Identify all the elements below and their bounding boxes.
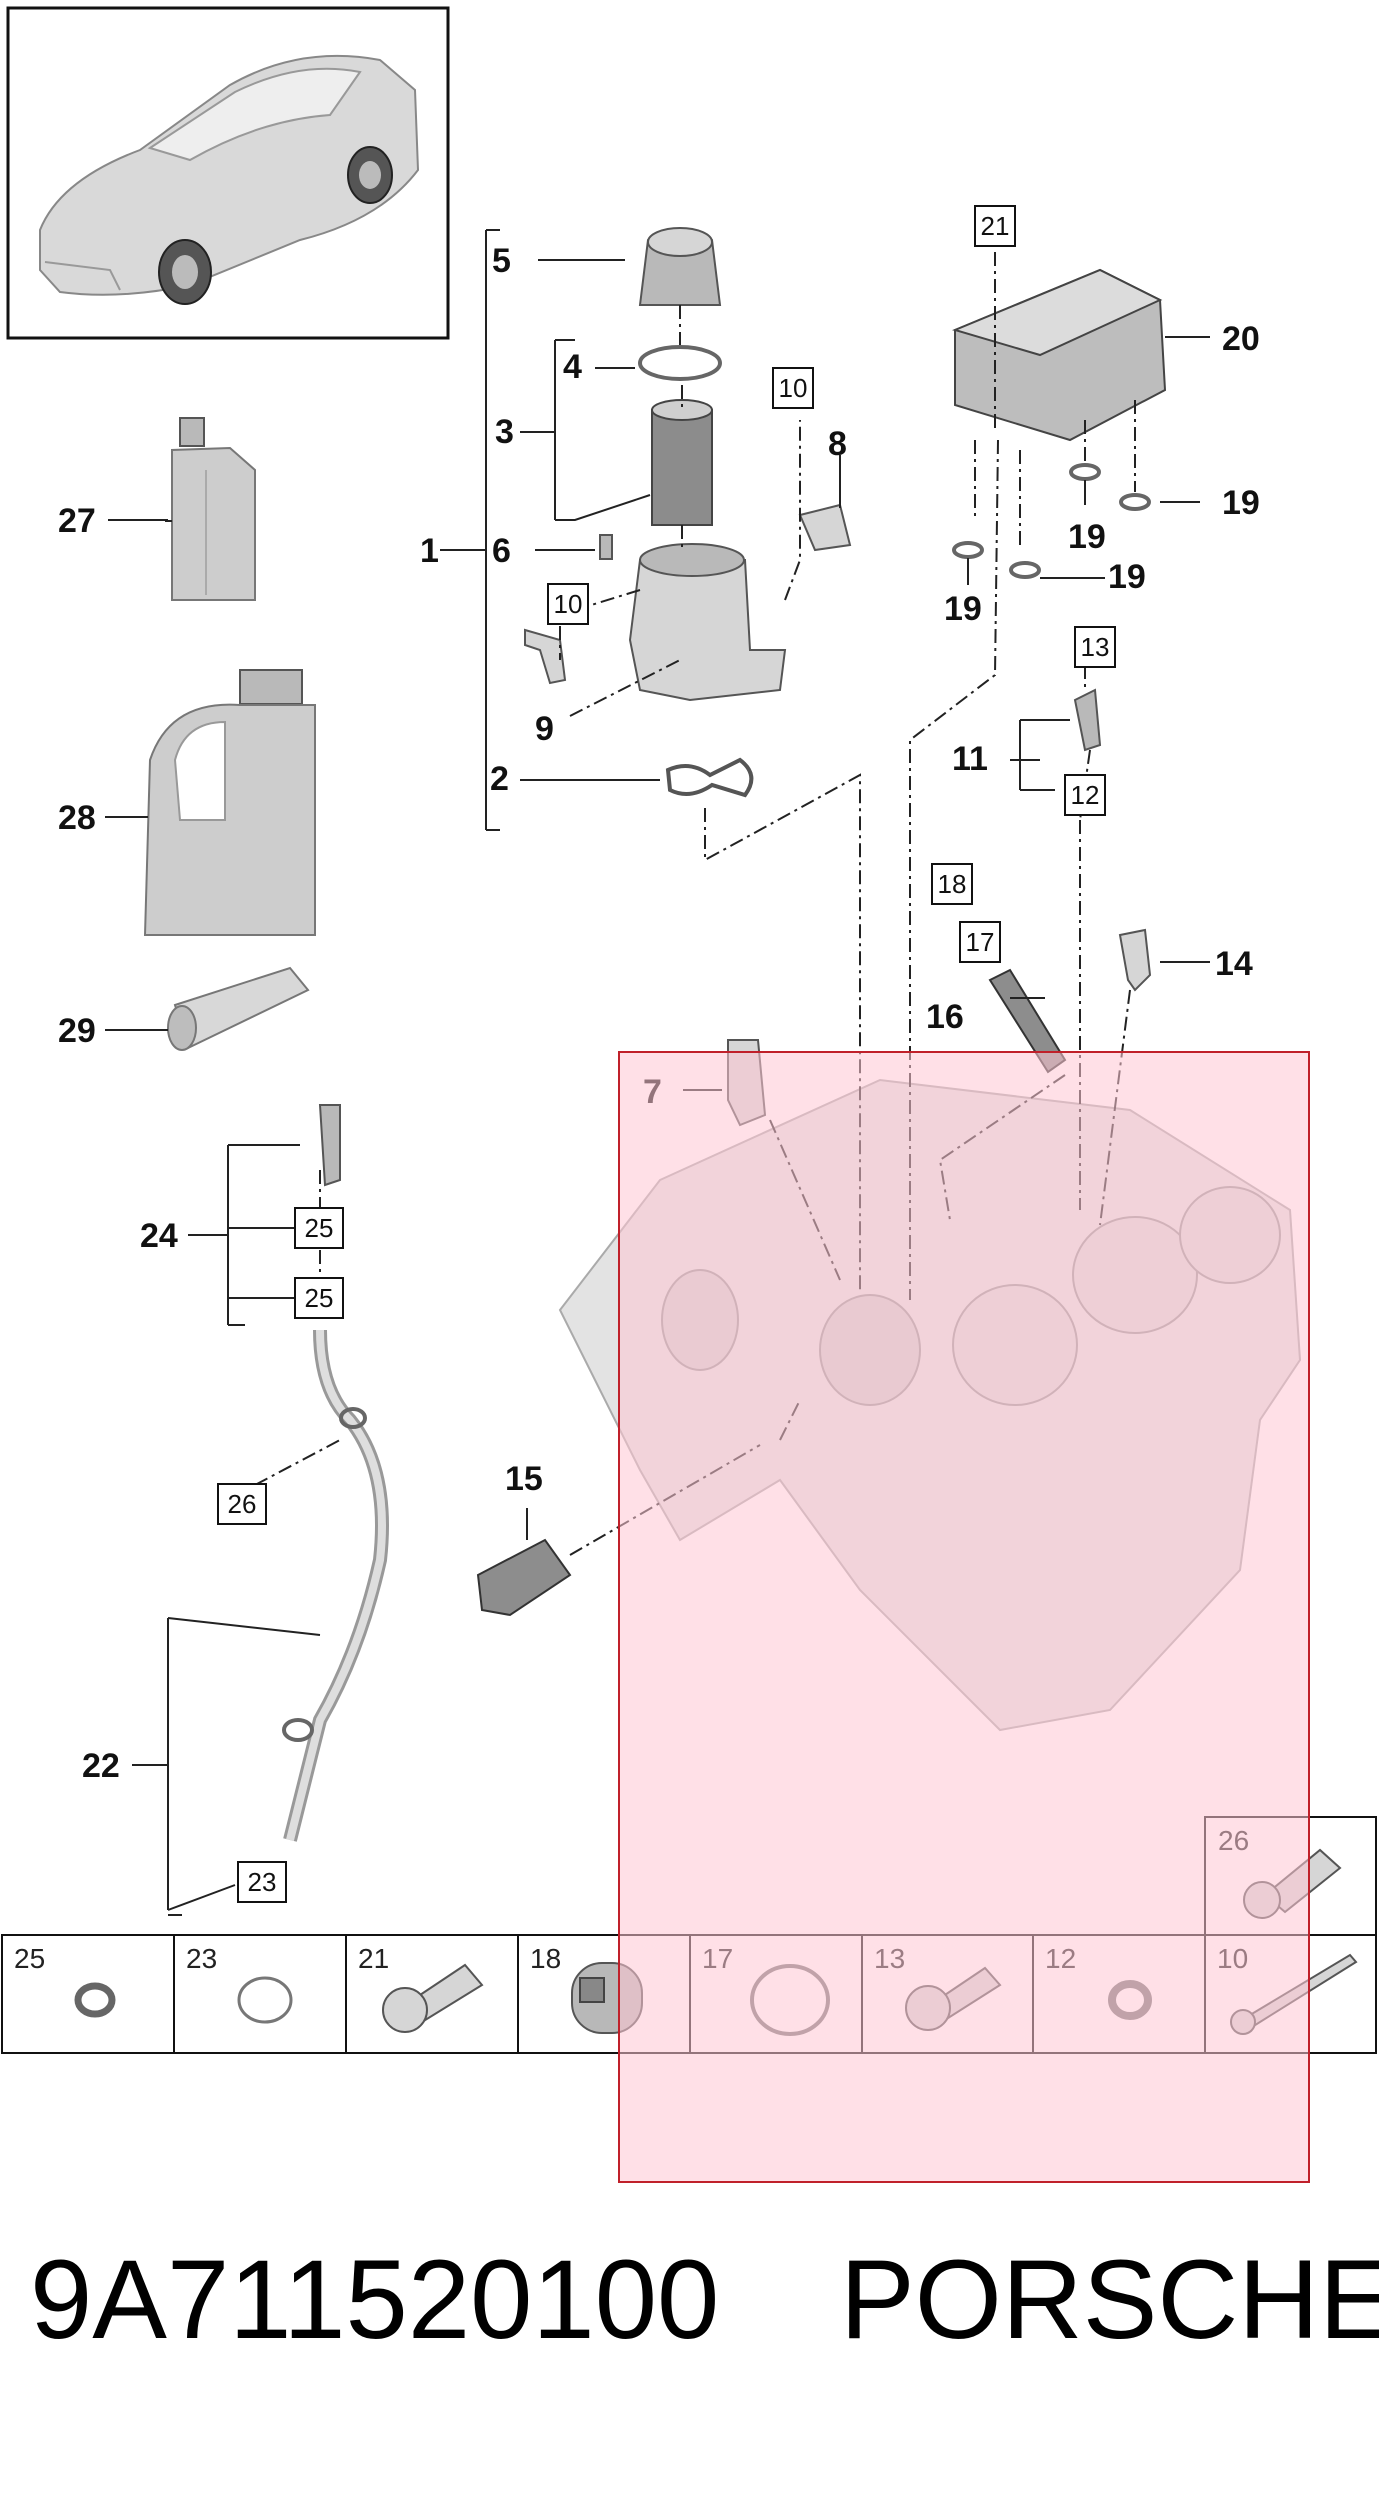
oil-cooler — [951, 268, 1167, 579]
dipstick-tube — [282, 1329, 389, 1842]
callout-4: 4 — [563, 348, 582, 386]
tray-cell-label: 18 — [530, 1943, 561, 1974]
boxed-ref-21: 21 — [981, 211, 1010, 241]
boxed-ref-26: 26 — [228, 1489, 257, 1519]
boxed-ref-23: 23 — [248, 1867, 277, 1897]
boxed-ref-12: 12 — [1071, 780, 1100, 810]
callout-16: 16 — [926, 998, 964, 1036]
boxed-ref-17: 17 — [966, 927, 995, 957]
callout-22: 22 — [82, 1747, 120, 1785]
callout-19-b: 19 — [1222, 484, 1260, 522]
footer: 9A711520100 PORSCHE — [0, 2235, 1379, 2375]
highlight-region — [618, 1051, 1310, 2183]
callout-20: 20 — [1222, 320, 1260, 358]
brand-label: PORSCHE — [840, 2237, 1379, 2362]
callout-3: 3 — [495, 413, 514, 451]
callout-19-a: 19 — [1068, 518, 1106, 556]
part-number: 9A711520100 — [30, 2237, 720, 2362]
boxed-ref-25-lower: 25 — [305, 1283, 334, 1313]
callout-19-d: 19 — [944, 590, 982, 628]
callout-9: 9 — [535, 710, 554, 748]
boxed-ref-18: 18 — [938, 869, 967, 899]
callout-8: 8 — [828, 425, 847, 463]
oil-canister — [143, 669, 316, 936]
callout-5: 5 — [492, 242, 511, 280]
boxed-references: 10 10 21 13 12 18 17 25 25 26 23 — [217, 205, 1116, 1903]
oil-filter-assembly — [524, 227, 852, 798]
sealant-tube — [167, 966, 310, 1051]
callout-6: 6 — [492, 532, 511, 570]
callout-15: 15 — [505, 1460, 543, 1498]
boxed-ref-13: 13 — [1081, 632, 1110, 662]
callout-labels: 1 2 3 4 5 6 7 8 9 11 14 15 16 19 19 19 1… — [58, 242, 1260, 1785]
vehicle-thumbnail — [6, 6, 450, 340]
tray-cell-label: 21 — [358, 1943, 389, 1974]
boxed-ref-10-lower: 10 — [554, 589, 583, 619]
callout-28: 28 — [58, 799, 96, 837]
callout-27: 27 — [58, 502, 96, 540]
callout-2: 2 — [490, 760, 509, 798]
callout-29: 29 — [58, 1012, 96, 1050]
callout-14: 14 — [1215, 945, 1253, 983]
callout-1: 1 — [420, 532, 439, 570]
boxed-ref-25-upper: 25 — [305, 1213, 334, 1243]
callout-24: 24 — [140, 1217, 178, 1255]
callout-19-c: 19 — [1108, 558, 1146, 596]
callout-11: 11 — [952, 740, 988, 778]
tray-cell-label: 23 — [186, 1943, 217, 1974]
sensors — [318, 688, 1152, 1617]
boxed-ref-10-upper: 10 — [779, 373, 808, 403]
oil-bottle-small — [171, 417, 256, 601]
tray-cell-label: 25 — [14, 1943, 45, 1974]
